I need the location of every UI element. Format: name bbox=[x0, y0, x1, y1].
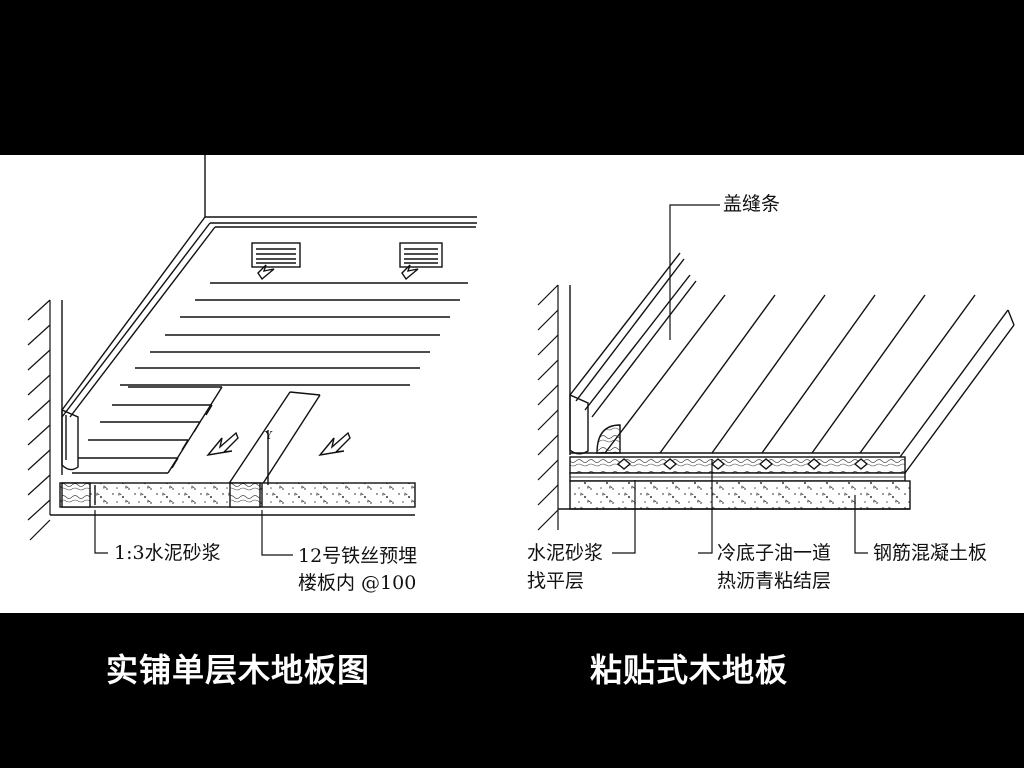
caption-glued-floor: 粘贴式木地板 bbox=[590, 651, 789, 689]
label-mortar: 1:3水泥砂浆 bbox=[114, 542, 221, 564]
left-wall-hatch bbox=[27, 299, 51, 541]
caption-solid-floor: 实铺单层木地板图 bbox=[106, 651, 371, 689]
left-vent-1 bbox=[251, 242, 301, 281]
label-slab: 钢筋混凝土板 bbox=[873, 542, 987, 564]
label-adhesive-line2: 热沥青粘结层 bbox=[717, 570, 831, 592]
label-cover-strip: 盖缝条 bbox=[723, 193, 780, 215]
left-drawing: Y bbox=[27, 155, 477, 556]
right-wall-hatch bbox=[537, 284, 559, 531]
construction-drawings: Y bbox=[27, 155, 1015, 594]
right-drawing bbox=[537, 204, 1015, 554]
label-leveling-line2: 找平层 bbox=[527, 570, 584, 592]
diagram-panel: Y bbox=[0, 155, 1024, 613]
label-adhesive-line1: 冷底子油一道 bbox=[717, 542, 831, 564]
svg-text:Y: Y bbox=[264, 429, 273, 442]
label-leveling-line1: 水泥砂浆 bbox=[527, 542, 603, 564]
left-vent-2 bbox=[399, 242, 443, 281]
label-wire-line2: 楼板内 @100 bbox=[298, 572, 416, 594]
label-wire-line1: 12号铁丝预埋 bbox=[298, 545, 417, 567]
